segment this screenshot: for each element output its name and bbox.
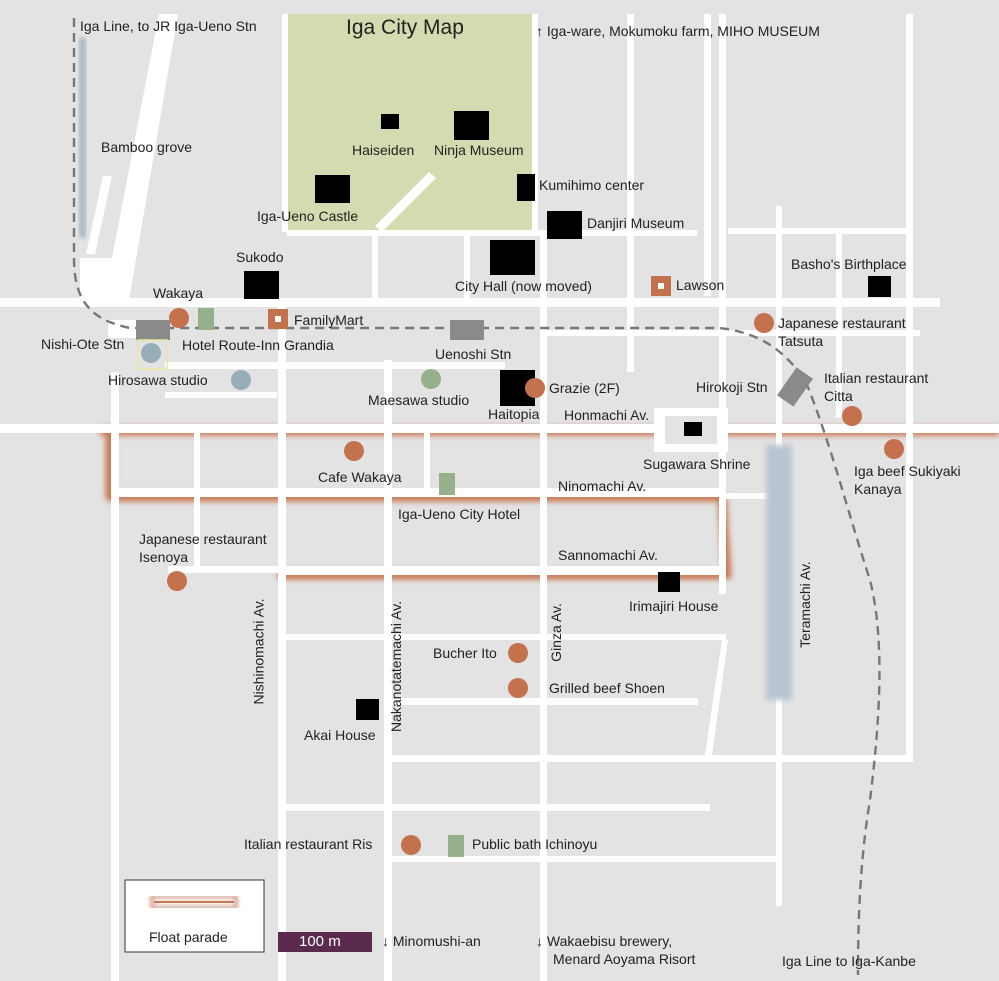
tatsuta-label-2: Tatsuta: [778, 333, 824, 349]
iga-ueno-hotel-marker: [439, 473, 455, 495]
lawson-label: Lawson: [676, 277, 725, 293]
scale-label: 100 m: [299, 933, 341, 950]
maesawa-label: Maesawa studio: [368, 392, 470, 408]
nakanotatemachi-label: Nakanotatemachi Av.: [388, 600, 405, 733]
hirosawa-marker-b: [231, 370, 251, 390]
sukodo-marker: [244, 271, 279, 299]
shoen-label: Grilled beef Shoen: [549, 680, 665, 696]
nishinomachi-label: Nishinomachi Av.: [250, 598, 267, 705]
ninomachi-label: Ninomachi Av.: [558, 478, 647, 494]
maesawa-marker: [421, 369, 441, 389]
haiseiden-label: Haiseiden: [352, 142, 415, 158]
route-inn-marker: [198, 308, 214, 330]
uenoshi-label: Uenoshi Stn: [435, 346, 512, 362]
ris-marker: [401, 835, 421, 855]
city-hall-label: City Hall (now moved): [455, 278, 592, 294]
menard-label: Menard Aoyama Risort: [553, 951, 696, 967]
isenoya-label-1: Japanese restaurant: [139, 531, 267, 547]
map-title: Iga City Map: [346, 16, 464, 39]
cafe-wakaya-marker: [344, 441, 364, 461]
familymart-label: FamilyMart: [294, 312, 364, 328]
tatsuta-label-1: Japanese restaurant: [778, 315, 906, 331]
uenoshi-station: [450, 320, 484, 340]
grazie-label: Grazie (2F): [549, 380, 620, 396]
ichinoyu-marker: [448, 835, 464, 857]
ichinoyu-label: Public bath Ichinoyu: [472, 836, 598, 852]
teramachi-strip: [766, 445, 792, 700]
hirokoji-station: [777, 367, 813, 407]
iga-ueno-hotel-label: Iga-Ueno City Hotel: [398, 506, 521, 522]
honmachi-label: Honmachi Av.: [564, 407, 650, 423]
sukodo-label: Sukodo: [236, 249, 284, 265]
route-inn-label: Hotel Route-Inn Grandia: [182, 337, 334, 353]
bucher-ito-label: Bucher Ito: [433, 645, 497, 661]
kanaya-label-1: Iga beef Sukiyaki: [854, 463, 961, 479]
ris-label: Italian restaurant Ris: [244, 836, 373, 852]
wakaebisu-label: ↓ Wakaebisu brewery,: [536, 933, 673, 949]
sannomachi-label: Sannomachi Av.: [558, 547, 658, 563]
isenoya-marker: [167, 571, 187, 591]
ninja-museum-marker: [454, 111, 489, 140]
haiseiden-marker: [381, 114, 399, 129]
minomushi-label: ↓ Minomushi-an: [382, 933, 481, 949]
hirosawa-highlight: [137, 339, 168, 370]
nishi-ote-label: Nishi-Ote Stn: [41, 336, 125, 352]
kanaya-marker: [884, 439, 904, 459]
north-rail-label: Iga Line, to JR Iga-Ueno Stn: [80, 18, 257, 34]
kumihimo-center-marker: [517, 174, 535, 201]
cafe-wakaya-label: Cafe Wakaya: [318, 469, 402, 485]
bucher-ito-marker: [508, 643, 528, 663]
akai-label: Akai House: [304, 727, 376, 743]
legend-float-label: Float parade: [149, 929, 228, 945]
shoen-marker: [508, 678, 528, 698]
legend-box: [124, 879, 265, 953]
teramachi-label: Teramachi Av.: [796, 561, 813, 648]
haitopia-label: Haitopia: [488, 406, 540, 422]
iga-ueno-castle-label: Iga-Ueno Castle: [257, 208, 359, 224]
isenoya-label-2: Isenoya: [139, 549, 189, 565]
sugawara-label: Sugawara Shrine: [643, 456, 751, 472]
south-rail-label: Iga Line to Iga-Kanbe: [782, 953, 916, 969]
citta-label-1: Italian restaurant: [824, 370, 929, 386]
sugawara-shrine-marker: [684, 422, 702, 436]
citta-label-2: Citta: [824, 388, 853, 404]
scale-bar: [278, 932, 372, 952]
basho-label: Basho's Birthplace: [791, 256, 907, 272]
hirosawa-label: Hirosawa studio: [108, 372, 208, 388]
bamboo-grove-label: Bamboo grove: [101, 139, 193, 155]
grazie-marker: [525, 378, 545, 398]
danjiri-museum-marker: [547, 211, 582, 239]
restaurant-markers: [167, 308, 904, 855]
irimajiri-label: Irimajiri House: [629, 598, 719, 614]
iga-ueno-castle-marker: [315, 175, 350, 203]
hirokoji-label: Hirokoji Stn: [696, 379, 768, 395]
basho-birthplace-marker: [868, 276, 891, 297]
wakaya-marker: [169, 308, 189, 328]
nishi-ote-station: [136, 320, 170, 340]
familymart-marker-inner: [275, 316, 281, 322]
city-hall-marker: [490, 240, 535, 275]
akai-house-marker: [356, 699, 379, 720]
wakaya-label: Wakaya: [153, 285, 204, 301]
ninja-museum-label: Ninja Museum: [434, 142, 524, 158]
bamboo-grove-strip: [79, 38, 86, 238]
danjiri-label: Danjiri Museum: [587, 215, 685, 231]
kumihimo-label: Kumihimo center: [539, 177, 645, 193]
ginza-label: Ginza Av.: [547, 603, 564, 662]
north-direction-label: ↑ Iga-ware, Mokumoku farm, MIHO MUSEUM: [536, 23, 820, 39]
citta-marker: [842, 406, 862, 426]
hirosawa-marker-a: [141, 343, 161, 363]
irimajiri-house-marker: [658, 572, 680, 592]
tatsuta-marker: [754, 313, 774, 333]
lawson-marker-inner: [658, 283, 664, 289]
rail-line: [72, 18, 881, 976]
kanaya-label-2: Kanaya: [854, 481, 902, 497]
